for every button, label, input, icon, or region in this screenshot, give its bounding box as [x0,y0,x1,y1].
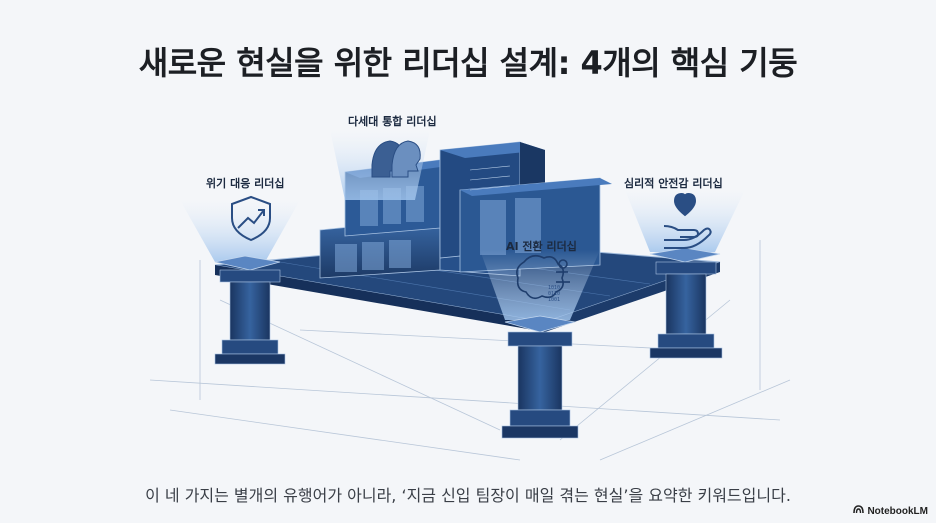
pillar-label-ai: AI 전환 리더십 [506,240,577,253]
pillar-safety [649,247,723,359]
pillar-label-crisis: 위기 대응 리더십 [206,177,285,190]
brand-name: NotebookLM [867,505,928,517]
pillar-label-safety: 심리적 안전감 리더십 [624,177,723,190]
pillar-ai [501,315,579,439]
pillar-label-multigen: 다세대 통합 리더십 [348,115,437,128]
brand-logo: NotebookLM [853,505,928,517]
two-heads-icon [371,140,421,178]
svg-text:0110: 0110 [548,291,560,297]
page-title: 새로운 현실을 위한 리더십 설계: 4개의 핵심 기둥 [138,44,798,82]
brain-binary-text: 1010 0110 1001 [548,285,560,303]
svg-text:1010: 1010 [548,285,560,291]
pillar-crisis [214,255,286,365]
shield-growth-icon [231,195,271,242]
caption: 이 네 가지는 별개의 유행어가 아니라, ‘지금 신입 팀장이 매일 겪는 현… [145,486,791,505]
notebook-logo-icon [853,505,865,517]
brain-circuit-icon [516,254,570,300]
svg-text:1001: 1001 [548,297,560,303]
heart-hand-icon [663,192,712,249]
